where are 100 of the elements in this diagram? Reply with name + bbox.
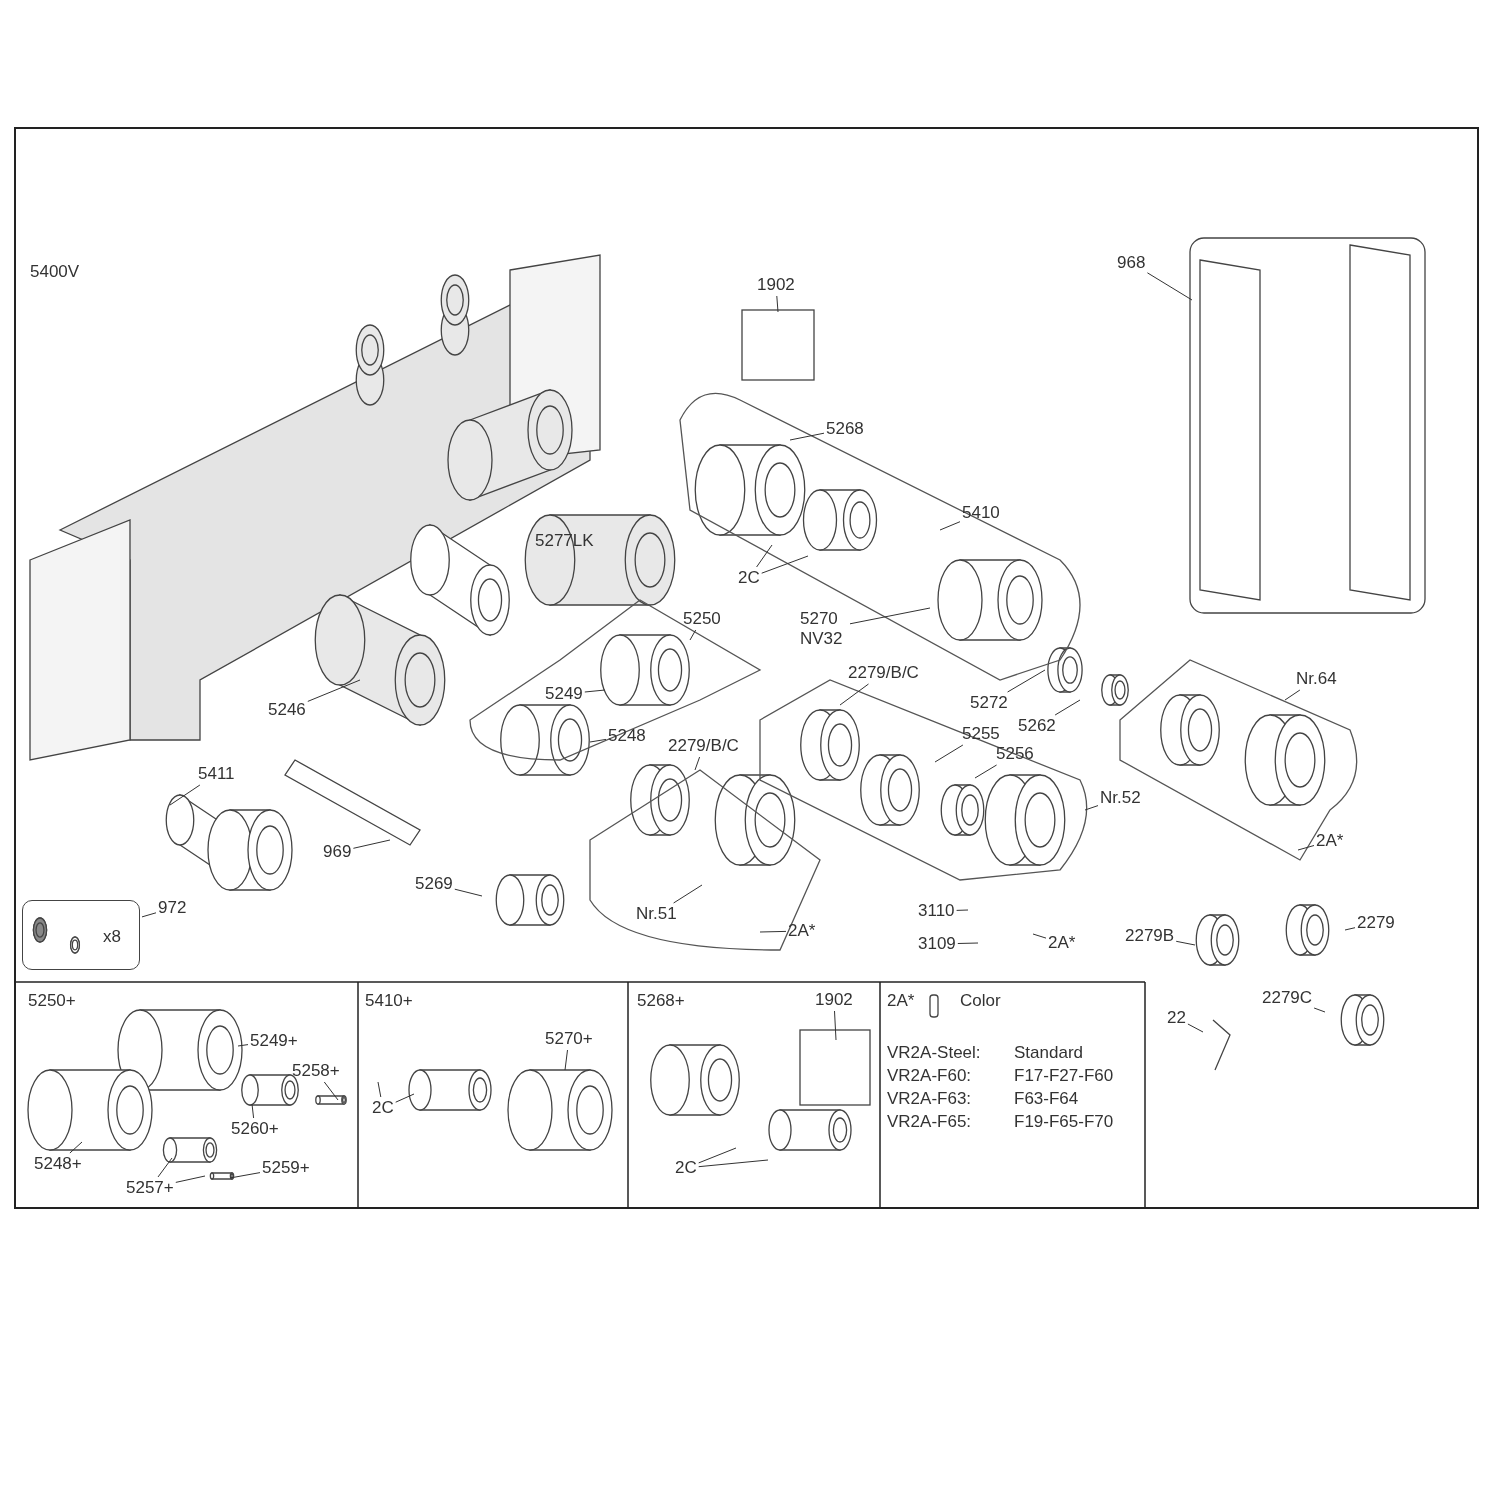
leader-line (352, 839, 391, 849)
leader-line (1313, 1007, 1326, 1013)
callout-number: 2C (372, 1098, 394, 1118)
leader-line (1187, 1023, 1204, 1033)
leader-line (141, 912, 157, 918)
table-header: Color (960, 991, 1001, 1011)
leader-line (839, 683, 869, 706)
callout-number: 5258+ (292, 1061, 340, 1081)
leader-line (157, 1157, 173, 1178)
callout-number: 2279 (1357, 913, 1395, 933)
leader-line (1054, 699, 1081, 716)
table-cell: VR2A-F63: (887, 1089, 972, 1109)
leader-line (251, 1103, 255, 1119)
leader-line (377, 1081, 382, 1098)
leader-line (454, 888, 483, 897)
leader-line (756, 544, 773, 568)
leader-line (1007, 669, 1046, 693)
callout-number: 5270 NV32 (800, 609, 848, 649)
callout-number: 5249 (545, 684, 583, 704)
callout-number: 2279B (1125, 926, 1175, 946)
assembly-number: 5400V (30, 262, 80, 282)
callout-number: 5260+ (231, 1119, 279, 1139)
callout-number: 5410 (962, 503, 1000, 523)
callout-number: 5248 (608, 726, 646, 746)
leader-line (934, 744, 964, 763)
callout-number: 5270+ (545, 1029, 593, 1049)
callout-number: 2C (675, 1158, 697, 1178)
callout-number: 1902 (815, 990, 853, 1010)
parts-box: x8 (22, 900, 140, 970)
leader-line (761, 555, 809, 574)
kit-number: 5250+ (28, 991, 76, 1011)
leader-line (1032, 933, 1047, 939)
leader-line (694, 756, 701, 771)
table-cell: VR2A-F65: (887, 1112, 972, 1132)
leader-line (69, 1141, 83, 1154)
table-cell: Standard (1014, 1043, 1083, 1063)
callout-number: 972 (158, 898, 187, 918)
callout-number: 2C (738, 568, 760, 588)
callout-number: 2A* (788, 921, 816, 941)
callout-number: 968 (1117, 253, 1146, 273)
leader-line (698, 1159, 769, 1168)
leader-line (1084, 805, 1099, 811)
leader-line (776, 295, 779, 313)
leader-line (1175, 940, 1196, 946)
leader-line (849, 607, 931, 625)
callout-number: 5257+ (126, 1178, 174, 1198)
callout-number: 5259+ (262, 1158, 310, 1178)
kit-number: 5268+ (637, 991, 685, 1011)
leader-line (957, 942, 979, 944)
callout-number: 2A* (1316, 831, 1344, 851)
leader-line (689, 629, 697, 641)
callout-number: 3110 (918, 901, 955, 921)
callout-number: 22 (1167, 1008, 1186, 1028)
table-cell: VR2A-Steel: (887, 1043, 981, 1063)
leader-line (237, 1044, 249, 1047)
callout-number: 5269 (415, 874, 453, 894)
leader-line (584, 689, 606, 693)
leader-line (834, 1010, 837, 1041)
callout-number: 2279/B/C (848, 663, 919, 683)
leader-line (1284, 689, 1301, 701)
callout-number: Nr.51 (636, 904, 677, 924)
callout-number: 5248+ (34, 1154, 82, 1174)
leader-line (789, 432, 825, 441)
callout-number: Nr.52 (1100, 788, 1141, 808)
leader-line (956, 909, 969, 911)
callout-number: 3109 (918, 934, 956, 954)
table-cell: VR2A-F60: (887, 1066, 972, 1086)
callout-number: Nr.64 (1296, 669, 1337, 689)
callout-number: 5255 (962, 724, 1000, 744)
kit-number: 5410+ (365, 991, 413, 1011)
table-header: 2A* (887, 991, 915, 1011)
callout-number: 5272 (970, 693, 1008, 713)
callout-number: 969 (323, 842, 352, 862)
leader-line (698, 1147, 737, 1164)
callout-number: 5268 (826, 419, 864, 439)
leader-line (1297, 845, 1315, 851)
leader-line (395, 1093, 415, 1103)
callout-number: 2279/B/C (668, 736, 739, 756)
leader-line (673, 884, 703, 904)
leader-line (307, 679, 361, 702)
table-cell: F17-F27-F60 (1014, 1066, 1114, 1086)
leader-line (169, 784, 201, 806)
callout-number: 5250 (683, 609, 721, 629)
leader-line (564, 1049, 568, 1071)
table-cell: F19-F65-F70 (1014, 1112, 1114, 1132)
leader-line (1344, 927, 1356, 931)
leader-line (589, 738, 607, 743)
leader-line (759, 930, 787, 933)
callout-number: 5246 (268, 700, 306, 720)
callout-number: 2A* (1048, 933, 1076, 953)
leader-line (974, 764, 998, 779)
leader-line (323, 1081, 339, 1101)
callout-number: 5411 (198, 764, 235, 784)
leader-line (1146, 272, 1193, 301)
leader-line (939, 521, 961, 531)
leader-line (175, 1175, 206, 1183)
table-cell: F63-F64 (1014, 1089, 1079, 1109)
callout-number: 5262 (1018, 716, 1056, 736)
callout-number: 1902 (757, 275, 795, 295)
leader-line (229, 1172, 261, 1179)
